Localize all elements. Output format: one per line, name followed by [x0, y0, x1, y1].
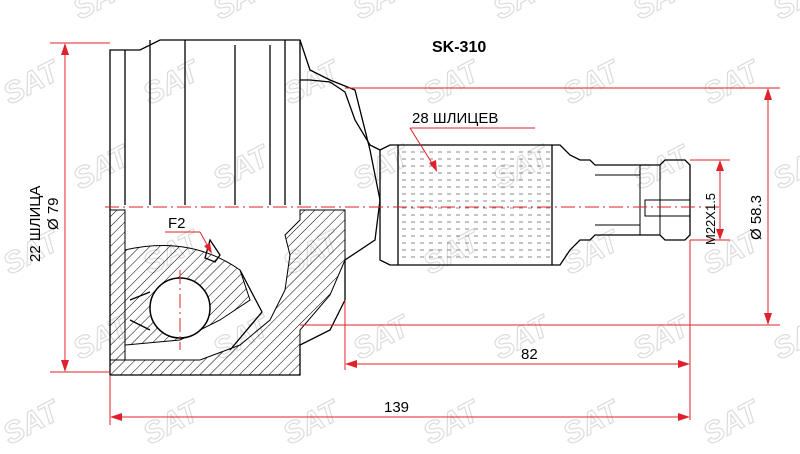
- watermark-logo: SAT: [558, 394, 627, 452]
- watermark-logo: SAT: [68, 0, 137, 26]
- watermark-logo: SAT: [698, 54, 767, 112]
- watermark-logo: SAT: [348, 309, 417, 367]
- watermark-logo: SAT: [628, 139, 697, 197]
- watermark-logo: SAT: [768, 309, 800, 367]
- length-139-label: 139: [384, 399, 409, 416]
- watermark-logo: SAT: [348, 0, 417, 26]
- shaft: [379, 144, 691, 266]
- thread-label: M22X1.5: [703, 193, 718, 245]
- length-82-label: 82: [521, 346, 538, 363]
- watermark-logo: SAT: [628, 0, 697, 26]
- watermark-logo: SAT: [348, 139, 417, 197]
- f2-label: F2: [168, 215, 186, 232]
- watermark-logo: SAT: [418, 54, 487, 112]
- watermark-logo: SAT: [208, 0, 277, 26]
- watermark-logo: SAT: [768, 0, 800, 26]
- outer-diameter-label: Ø 79: [45, 197, 62, 230]
- shaft-diameter-label: Ø 58.3: [748, 195, 765, 240]
- watermark-logo: SAT: [138, 54, 207, 112]
- watermark-logo: SAT: [488, 139, 557, 197]
- watermark-logo: SAT: [418, 394, 487, 452]
- watermark-logo: SAT: [138, 394, 207, 452]
- inner-splines-label: 22 ШЛИЦА: [27, 186, 44, 262]
- outer-splines-label: 28 ШЛИЦЕВ: [412, 110, 498, 127]
- watermark-logo: SAT: [0, 54, 67, 112]
- watermark-logo: SAT: [488, 0, 557, 26]
- watermark-logo: SAT: [278, 394, 347, 452]
- watermark-logo: SAT: [558, 54, 627, 112]
- watermark-logo: SAT: [628, 309, 697, 367]
- housing-section: [109, 209, 346, 376]
- part-number: SK-310: [432, 39, 486, 56]
- watermark-logo: SAT: [768, 139, 800, 197]
- watermark-logo: SAT: [0, 394, 67, 452]
- dimensions: [50, 42, 780, 425]
- watermark-logo: SAT: [68, 139, 137, 197]
- spline-ticks: [402, 151, 550, 258]
- watermark-logo: SAT: [698, 394, 767, 452]
- watermark-logo: SAT: [418, 224, 487, 282]
- watermark-logo: SAT: [208, 139, 277, 197]
